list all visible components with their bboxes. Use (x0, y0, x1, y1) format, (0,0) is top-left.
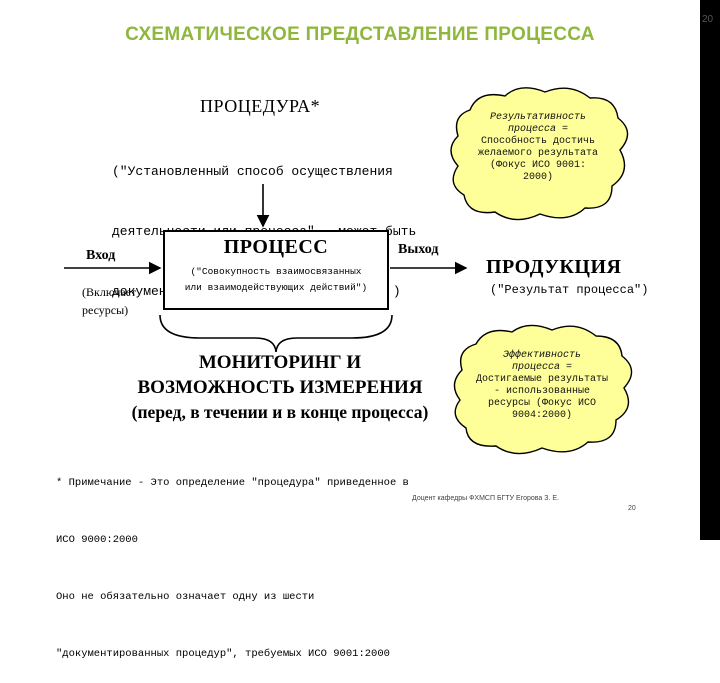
monitoring-brace (159, 314, 393, 353)
footnote-line: Оно не обязательно означает одну из шест… (56, 591, 315, 603)
monitoring-line: МОНИТОРИНГ И (198, 352, 362, 373)
footnote-line: ИСО 9000:2000 (56, 534, 138, 546)
monitoring-line: ВОЗМОЖНОСТЬ ИЗМЕРЕНИЯ (137, 377, 423, 398)
cloud-top-line: (Фокус ИСО 9001: (489, 160, 586, 171)
footer-author: Доцент кафедры ФХМСП БГТУ Егорова З. Е. (412, 495, 559, 502)
cloud-top-shape (450, 87, 629, 221)
input-note: (Включает ресурсы) (82, 283, 136, 319)
input-note-line: (Включает (82, 285, 137, 299)
input-label: Вход (86, 248, 116, 263)
cloud-bottom-text: Эффективность процесса = Достигаемые рез… (456, 350, 628, 422)
footer-page-number: 20 (628, 505, 636, 512)
cloud-top-line: 2000) (522, 172, 553, 183)
output-label: Выход (398, 242, 439, 257)
process-box (163, 230, 389, 310)
product-heading: ПРОДУКЦИЯ (486, 256, 622, 278)
product-note: ("Результат процесса") (490, 283, 649, 297)
cloud-bottom-shape (453, 324, 633, 455)
procedure-heading: ПРОЦЕДУРА* (200, 96, 321, 116)
cloud-bottom-line: Эффективность (502, 350, 581, 361)
cloud-top-line: Способность достичь (480, 136, 596, 147)
cloud-bottom-line: - использованные (493, 386, 590, 397)
cloud-bottom-line: процесса = (511, 362, 572, 373)
diagram-connectors (64, 87, 633, 455)
right-edge-bar (700, 0, 720, 540)
cloud-bottom-line: ресурсы (Фокус ИСО (487, 398, 597, 409)
monitoring-line: (перед, в течении и в конце процесса) (131, 402, 429, 422)
footnote-line: "документированных процедур", требуемых … (56, 648, 390, 660)
cloud-top-line: Результативность (489, 112, 586, 123)
input-note-line: ресурсы) (82, 303, 129, 317)
footnote: * Примечание - Это определение "процедур… (56, 436, 409, 683)
cloud-top-line: процесса = (507, 124, 568, 135)
cloud-top-text: Результативность процесса = Способность … (452, 112, 624, 184)
footnote-line: * Примечание - Это определение "процедур… (56, 477, 409, 489)
process-description: ("Совокупность взаимосвязанных или взаим… (165, 264, 387, 296)
process-line: или взаимодействующих действий") (184, 282, 368, 293)
procedure-line: ("Установленный способ осуществления (112, 164, 393, 179)
cloud-bottom-line: Достигаемые результаты (475, 374, 609, 385)
slide-title: СХЕМАТИЧЕСКОЕ ПРЕДСТАВЛЕНИЕ ПРОЦЕССА (125, 24, 595, 45)
process-heading: ПРОЦЕСС (223, 236, 329, 258)
process-line: ("Совокупность взаимосвязанных (190, 266, 362, 277)
monitoring-block: МОНИТОРИНГ И ВОЗМОЖНОСТЬ ИЗМЕРЕНИЯ (пере… (110, 350, 450, 425)
corner-slide-number: 20 (702, 14, 714, 25)
cloud-top-line: желаемого результата (477, 148, 599, 159)
cloud-bottom-line: 9004:2000) (511, 410, 572, 421)
